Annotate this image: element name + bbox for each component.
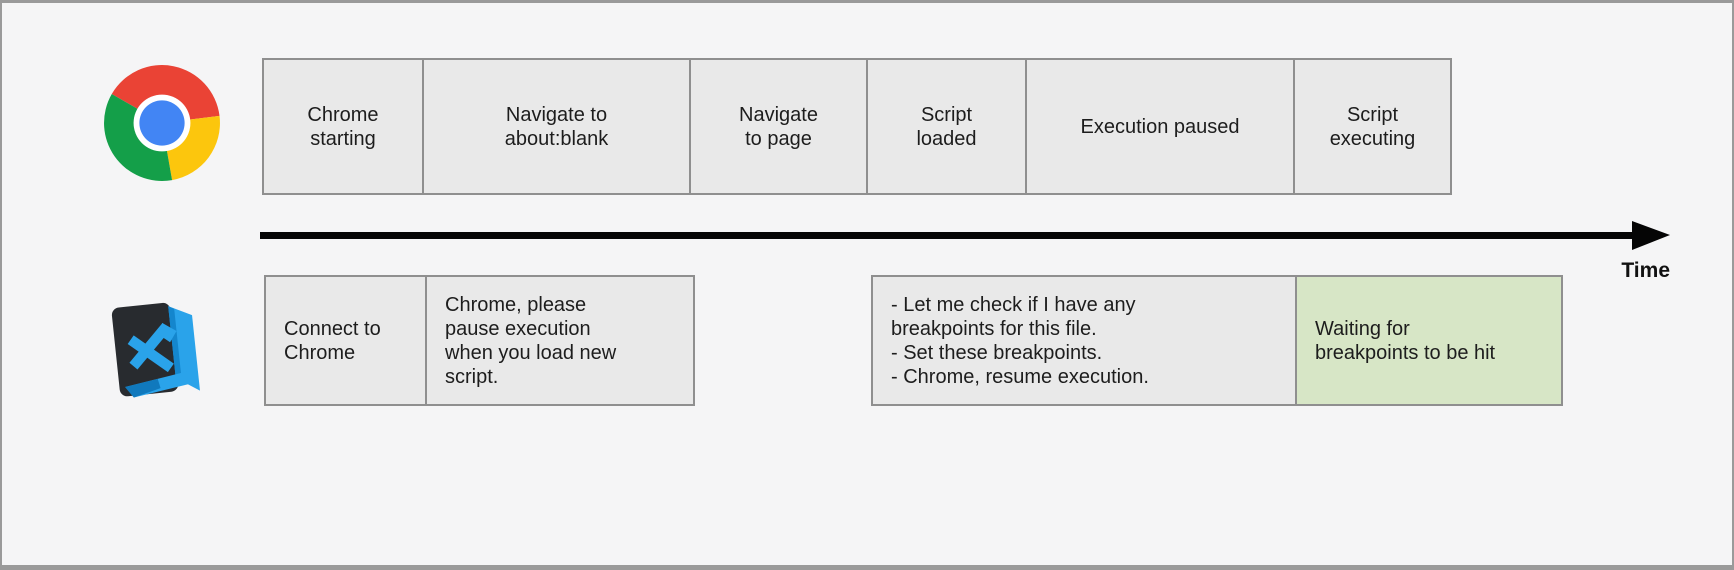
timeline-label: Time [1621, 259, 1670, 282]
vscode-icon-svg [111, 302, 200, 398]
vscode-event-row-left: Connect to Chrome Chrome, please pause e… [264, 275, 695, 406]
chrome-event-navigate-page: Navigate to page [691, 60, 866, 193]
vscode-event-waiting: Waiting for breakpoints to be hit [1297, 277, 1561, 404]
chrome-event-row: Chrome starting Navigate to about:blank … [262, 58, 1452, 195]
chrome-icon [104, 65, 220, 181]
chrome-event-script-executing: Script executing [1295, 60, 1450, 193]
vscode-event-row-right: - Let me check if I have any breakpoints… [871, 275, 1563, 406]
chrome-event-starting: Chrome starting [264, 60, 422, 193]
vscode-event-connect: Connect to Chrome [266, 277, 425, 404]
chrome-icon-svg [104, 65, 220, 181]
timeline-arrow-head [1632, 221, 1670, 250]
timeline-arrow-shaft [260, 232, 1632, 239]
chrome-event-exec-paused: Execution paused [1027, 60, 1293, 193]
vscode-event-set-breakpoints: - Let me check if I have any breakpoints… [873, 277, 1295, 404]
chrome-event-about-blank: Navigate to about:blank [424, 60, 689, 193]
chrome-event-script-loaded: Script loaded [868, 60, 1025, 193]
vscode-event-pause-request: Chrome, please pause execution when you … [427, 277, 693, 404]
vscode-icon [96, 290, 203, 411]
